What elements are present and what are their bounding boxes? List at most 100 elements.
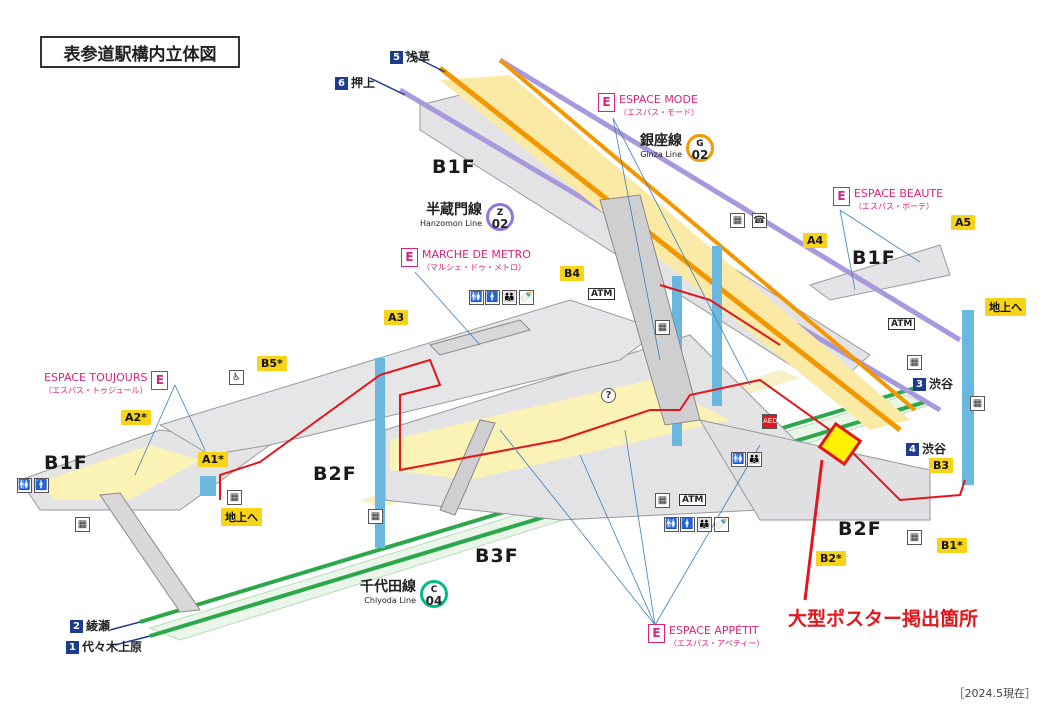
marche-de-metro-sub: （マルシェ・ドゥ・メトロ） <box>422 263 526 272</box>
floor-label-b1f-right: B1F <box>852 247 896 269</box>
elevator-icon: ▦ <box>970 396 985 411</box>
nursing-room-icon: 🍼 <box>714 517 729 532</box>
ginza-line-letter: G <box>696 139 704 149</box>
marche-de-metro-label: E MARCHE DE METRO（マルシェ・ドゥ・メトロ） <box>401 248 535 274</box>
elevator-icon: ▦ <box>227 490 242 505</box>
accessible-route-2 <box>659 284 781 346</box>
exit-a4: A4 <box>803 233 828 248</box>
destination-text: 押上 <box>351 76 376 90</box>
destination-number: 4 <box>906 443 919 456</box>
exit-b5: B5* <box>257 356 287 371</box>
elevator-shaft-right <box>962 310 974 485</box>
hanzomon-line-name: 半蔵門線 <box>426 202 483 218</box>
escalator-b3f <box>439 419 496 516</box>
destination-text: 綾瀬 <box>86 619 111 633</box>
hanzomon-line-number: 02 <box>491 217 509 231</box>
stairs-b1f-left <box>99 492 201 613</box>
espace-appetit-label: E ESPACE APPÉTIT （エスパス・アペティー） <box>648 624 768 650</box>
toilet-icon: 🚻 <box>469 290 484 305</box>
toilet-icon: 🚻 <box>664 517 679 532</box>
floor-label-b1f-top: B1F <box>432 156 476 178</box>
espace-appetit-name: ESPACE APPÉTIT <box>669 624 759 637</box>
to-surface-right: 地上へ <box>985 298 1026 316</box>
elevator-icon: ▦ <box>655 320 670 335</box>
stairs-a3 <box>429 319 531 356</box>
floor-label-b3f: B3F <box>475 545 519 567</box>
poster-location-label: 大型ポスター掲出箇所 <box>788 608 979 630</box>
floor-label-b1f-left: B1F <box>44 452 88 474</box>
atm-icon: ATM <box>679 494 707 506</box>
exit-b2: B2* <box>816 551 846 566</box>
hanzomon-track-2 <box>498 57 962 343</box>
elevator-icon: ▦ <box>730 213 745 228</box>
map-title: 表参道駅構内立体図 <box>40 36 240 68</box>
destination-text: 代々木上原 <box>82 640 143 654</box>
chiyoda-line-letter: C <box>430 585 438 595</box>
elevator-shaft-left <box>375 358 385 548</box>
poster-pointer-line <box>803 459 824 601</box>
destination-number: 1 <box>66 641 79 654</box>
toilet-icon: 🚻 <box>731 452 746 467</box>
accessible-escalator-icon: ♿ <box>229 370 244 385</box>
espace-appetit-sub: （エスパス・アペティー） <box>669 639 765 648</box>
chiyoda-line-name-en: Chiyoda Line <box>364 596 416 605</box>
espace-e-icon: E <box>648 624 665 643</box>
phone-icon: ☎ <box>752 213 767 228</box>
destination-number: 2 <box>70 620 83 633</box>
arrow-yoyogi <box>114 635 151 646</box>
toilet-icon: 🚻 <box>17 478 32 493</box>
atm-icon: ATM <box>588 288 616 300</box>
espace-beaute-label: E ESPACE BEAUTE（エスパス・ボーテ） <box>833 187 947 213</box>
b1f-left-yellow <box>40 445 200 500</box>
exit-b3: B3 <box>929 458 954 473</box>
exit-a2: A2* <box>121 410 151 425</box>
exit-a1: A1* <box>198 452 228 467</box>
destination-text: 渋谷 <box>929 377 954 391</box>
chiyoda-line-name: 千代田線 <box>360 579 416 595</box>
espace-beaute-name: ESPACE BEAUTE <box>854 187 944 200</box>
arrow-ayase <box>109 621 141 631</box>
toilet-icon: 🚹 <box>485 290 500 305</box>
family-icon: 👪 <box>502 290 517 305</box>
hanzomon-line-letter: Z <box>496 208 504 218</box>
ginza-line-name-en: Ginza Line <box>640 150 682 159</box>
destination-number: 5 <box>390 51 403 64</box>
floor-label-b2f-right: B2F <box>838 518 882 540</box>
arrow-asakusa <box>404 51 446 73</box>
destination-text: 浅草 <box>406 50 431 64</box>
hanzomon-line-name-en: Hanzomon Line <box>420 219 483 228</box>
elevator-icon: ▦ <box>907 355 922 370</box>
elevator-icon: ▦ <box>75 517 90 532</box>
elevator-icon: ▦ <box>655 493 670 508</box>
ginza-track-2 <box>498 58 917 412</box>
nursing-room-icon: 🍼 <box>519 290 534 305</box>
exit-a3: A3 <box>384 310 409 325</box>
espace-mode-sub: （エスパス・モード） <box>619 108 699 117</box>
exit-b1: B1* <box>937 538 967 553</box>
to-surface-left: 地上へ <box>221 508 262 526</box>
ginza-track-1 <box>438 66 902 432</box>
espace-mode-label: E ESPACE MODE（エスパス・モード） <box>598 93 703 119</box>
espace-e-icon: E <box>598 93 615 112</box>
destination-number: 6 <box>335 77 348 90</box>
elevator-icon: ▦ <box>368 509 383 524</box>
family-icon: 👪 <box>747 452 762 467</box>
family-icon: 👪 <box>697 517 712 532</box>
toilet-icon: 🚹 <box>34 478 49 493</box>
elevator-box-left <box>200 476 216 496</box>
espace-e-icon: E <box>833 187 850 206</box>
elevator-shaft-center2 <box>712 246 722 406</box>
ginza-line-name: 銀座線 <box>640 133 682 149</box>
